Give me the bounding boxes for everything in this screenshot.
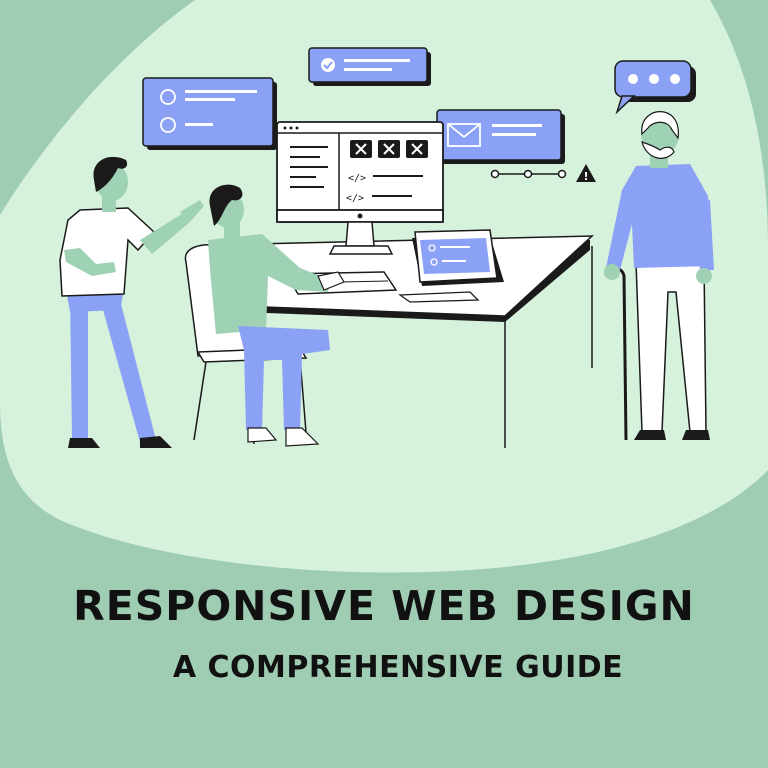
seated-man [208,184,345,447]
check-icon [321,58,335,72]
page-title: RESPONSIVE WEB DESIGN [73,582,695,630]
code-tag-text: </> [346,193,364,204]
desk [237,235,594,448]
floating-form-card [142,77,277,150]
old-man [604,111,714,441]
code-tag-text: </> [348,173,366,184]
slider-graphic [490,169,567,179]
close-icon [406,140,428,158]
monitor: </> </> [276,121,444,255]
chat-bubble-icon [614,60,696,115]
floating-mail-card [436,109,565,164]
svg-text:!: ! [583,170,588,183]
radio-icon [160,117,176,133]
close-icon [350,140,372,158]
warning-icon: ! [576,164,596,183]
close-icon [378,140,400,158]
page-subtitle: A COMPREHENSIVE GUIDE [172,650,624,685]
standing-man [59,156,204,448]
envelope-icon [447,123,481,147]
floating-check-card [308,47,431,86]
tablet [398,229,504,303]
radio-icon [160,89,176,105]
